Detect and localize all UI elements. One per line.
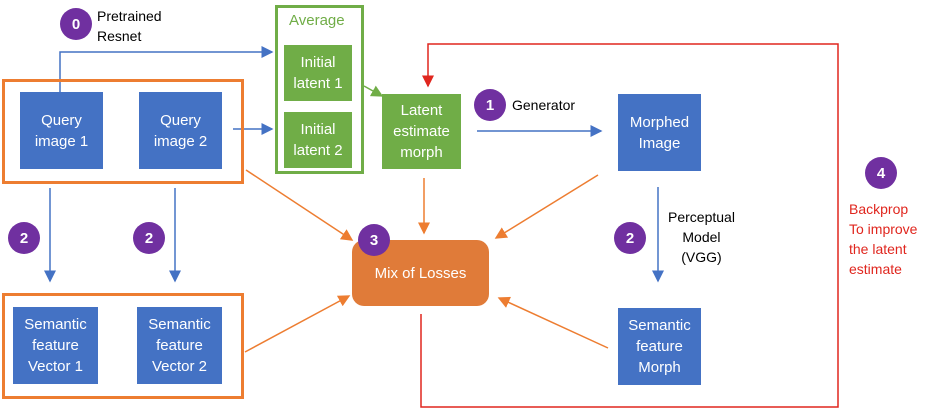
query-image-1: Query image 1 — [20, 92, 103, 169]
arrow-sems-to-losses — [244, 295, 351, 353]
step-badge-semantic-mid: 2 — [133, 222, 165, 254]
step-badge-generator: 1 — [474, 89, 506, 121]
semantic-feature-morph: Semantic feature Morph — [618, 308, 701, 385]
arrow-backprop-loop — [420, 43, 839, 408]
query-image-2: Query image 2 — [139, 92, 222, 169]
initial-latent-1: Initial latent 1 — [284, 45, 352, 101]
query-images-group — [2, 79, 244, 184]
arrow-queries-to-losses — [245, 169, 354, 241]
pretrained-resnet-label: Pretrained Resnet — [97, 8, 162, 44]
step-badge-semantic-left: 2 — [8, 222, 40, 254]
perceptual-model-label: Perceptual Model (VGG) — [668, 209, 735, 265]
arrow-morphed-to-losses — [494, 174, 599, 239]
average-label: Average — [289, 12, 345, 29]
step-badge-losses: 3 — [358, 224, 390, 256]
arrow-pretrained-resnet — [59, 46, 274, 92]
arrow-sem-morph-to-losses — [497, 296, 609, 349]
semantic-feature-vector-1: Semantic feature Vector 1 — [13, 307, 98, 384]
semantic-vectors-group — [2, 293, 244, 399]
backprop-label: Backprop To improve the latent estimate — [849, 201, 918, 277]
step-badge-pretrained: 0 — [60, 8, 92, 40]
initial-latent-2: Initial latent 2 — [284, 112, 352, 168]
step-badge-perceptual: 2 — [614, 222, 646, 254]
generator-label: Generator — [512, 97, 576, 113]
semantic-feature-vector-2: Semantic feature Vector 2 — [137, 307, 222, 384]
morphed-image: Morphed Image — [618, 94, 701, 171]
step-badge-backprop: 4 — [865, 157, 897, 189]
latent-estimate-morph: Latent estimate morph — [382, 94, 461, 169]
arrow-average-to-latent-morph — [363, 85, 384, 97]
